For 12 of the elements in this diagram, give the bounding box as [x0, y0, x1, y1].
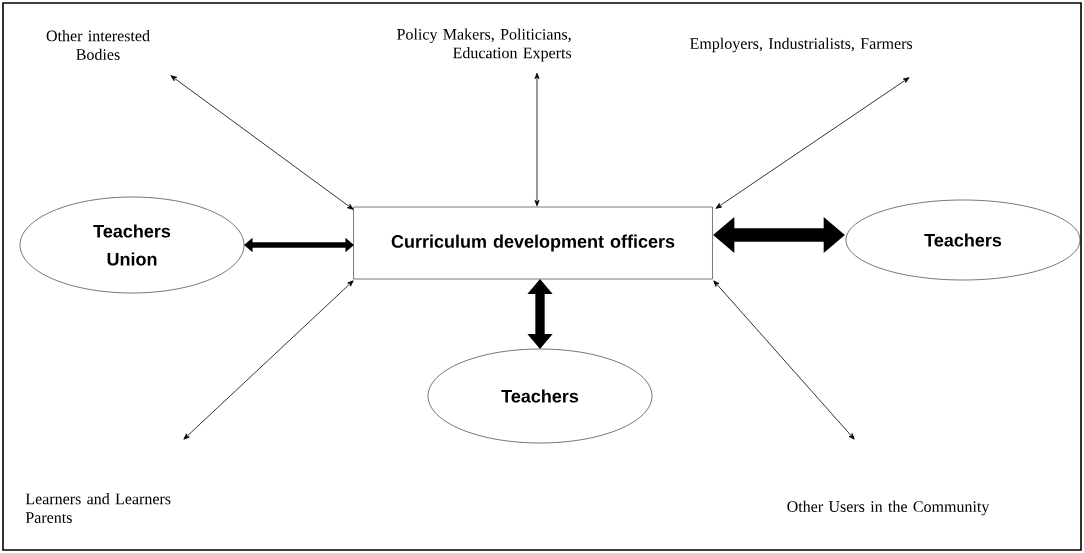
arrow [715, 77, 910, 209]
arrow [183, 280, 354, 440]
officers-box: Curriculum development officers [353, 206, 713, 280]
stakeholder-label: Other Users in the Community [787, 500, 990, 516]
arrow [244, 237, 354, 253]
stakeholder-label: Other interested Bodies [46, 30, 150, 60]
arrow [713, 280, 855, 440]
stakeholder-label: Employers, Industrialists, Farmers [690, 37, 913, 53]
arrow [170, 75, 354, 210]
stakeholder-label: Learners and Learners Parents [25, 493, 171, 523]
arrow [534, 72, 540, 207]
stakeholder-label: Policy Makers, Politicians, Education Experts [397, 28, 572, 62]
